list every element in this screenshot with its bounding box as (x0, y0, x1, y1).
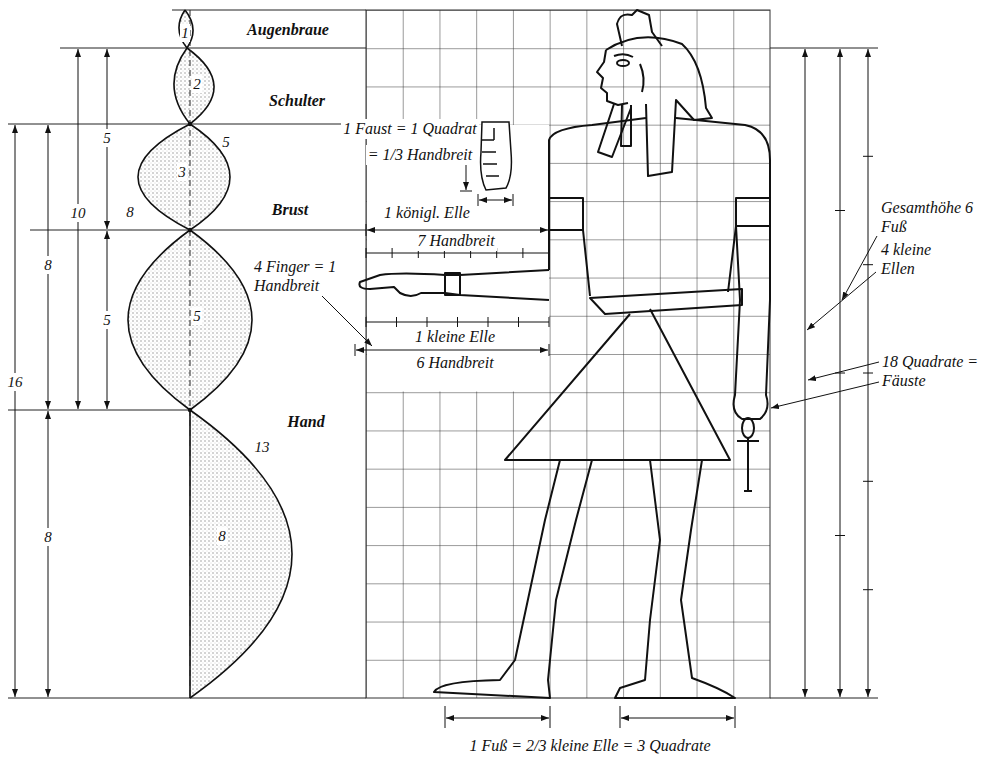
ratio-number: 1 (180, 24, 190, 42)
dimension-line (863, 156, 873, 589)
reference-line (770, 48, 878, 49)
spiral-figure (190, 10, 191, 698)
dimension-line (15, 49, 873, 697)
pharaoh-figure (359, 10, 770, 698)
measure-scale (478, 194, 513, 206)
measure-scale (446, 718, 549, 719)
measure-label: 7 Handbreit (415, 231, 496, 250)
pharaoh-figure (737, 438, 759, 491)
reference-line (172, 10, 366, 11)
measure-label: 4 kleine Ellen (879, 240, 957, 278)
square-grid (367, 125, 549, 392)
measure-scale (620, 706, 735, 728)
measure-scale (366, 317, 549, 327)
reference-line (60, 48, 366, 49)
ratio-number: 8 (125, 203, 135, 221)
reference-line (8, 698, 366, 699)
measure-label: 4 Finger = 1 Handbreit (252, 257, 348, 295)
measure-scale (367, 230, 548, 231)
spiral-figure (128, 10, 292, 698)
measure-scale (445, 706, 550, 728)
measure-label: = 1/3 Handbreit (366, 145, 474, 164)
dimension-line (78, 49, 79, 409)
ratio-number: 16 (7, 373, 24, 391)
pharaoh-figure (742, 418, 754, 438)
pharaoh-figure (359, 270, 549, 300)
spiral-figure (128, 10, 292, 698)
reference-line (8, 10, 878, 698)
pharaoh-figure (606, 37, 712, 176)
dimension-line (48, 411, 49, 697)
level-label: Augenbraue (245, 20, 331, 39)
measure-scale (808, 362, 879, 380)
level-label: Schulter (267, 91, 327, 110)
ratio-number: 10 (70, 204, 87, 222)
measure-label: 18 Quadrate = Fäuste (880, 352, 990, 390)
ratio-number: 8 (43, 528, 53, 546)
ratio-number: 5 (192, 307, 202, 325)
measure-scale (807, 272, 876, 330)
measure-scale (771, 382, 879, 408)
reference-line (8, 410, 190, 411)
ratio-number: 13 (254, 438, 271, 456)
pharaoh-figure (597, 50, 628, 105)
measure-label: 1 Faust = 1 Quadrat (341, 119, 478, 138)
pharaoh-figure (445, 273, 460, 295)
reference-line (770, 698, 878, 699)
measure-scale (621, 718, 734, 719)
ratio-number: 3 (177, 163, 187, 181)
measure-scale (842, 236, 877, 300)
dimension-line (805, 49, 806, 697)
ratio-number: 5 (102, 129, 112, 147)
measure-scale (356, 350, 548, 351)
measure-scale (479, 200, 512, 201)
measure-label: 1 kleine Elle (413, 327, 497, 346)
ratio-number: 8 (43, 256, 53, 274)
square-grid (366, 10, 770, 698)
pharaoh-figure (590, 289, 742, 314)
spiral-figure (188, 228, 192, 232)
pharaoh-figure (434, 460, 592, 698)
pharaoh-figure (736, 198, 770, 226)
pharaoh-figure (505, 309, 730, 460)
reference-line (30, 230, 366, 231)
measure-label: Gesamthöhe 6 Fuß (879, 198, 983, 236)
pharaoh-figure (614, 54, 644, 92)
ratio-number: 5 (102, 311, 112, 329)
measure-label: 6 Handbreit (414, 353, 495, 372)
pharaoh-figure (617, 60, 629, 66)
spiral-figure (128, 10, 292, 698)
pharaoh-figure (598, 104, 631, 157)
pharaoh-figure (621, 105, 631, 146)
level-label: Brust (270, 200, 310, 219)
square-grid (366, 10, 770, 698)
pharaoh-figure (549, 198, 583, 230)
measure-label: 1 Fuß = 2/3 kleine Elle = 3 Quadrate (467, 736, 712, 755)
fist-sketch (481, 122, 512, 190)
ratio-number: 5 (221, 133, 231, 151)
ratio-number: 2 (192, 75, 202, 93)
spiral-figure (138, 10, 252, 698)
measure-scale (322, 147, 879, 728)
pharaoh-figure (734, 226, 770, 419)
pharaoh-figure (615, 460, 735, 698)
level-label: Hand (285, 412, 326, 431)
ratio-number: 8 (217, 527, 227, 545)
fist-sketch (481, 128, 499, 176)
dimension-line (15, 125, 16, 697)
pharaoh-figure (583, 226, 736, 296)
measure-scale (322, 296, 372, 346)
fist-sketch (481, 122, 512, 190)
reference-line (8, 124, 366, 125)
spiral-figure (188, 122, 192, 126)
spiral-figure (188, 408, 192, 412)
measure-label: 1 königl. Elle (382, 203, 472, 222)
